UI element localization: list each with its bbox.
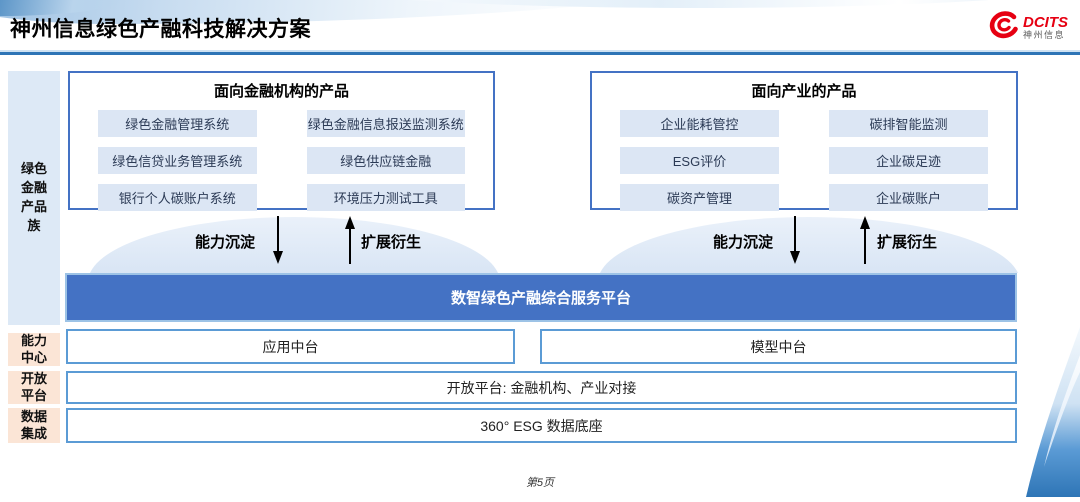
capability-label: 能力沉淀 bbox=[195, 234, 256, 251]
dcits-swirl-icon bbox=[986, 10, 1019, 46]
product-chip: 绿色金融管理系统 bbox=[98, 110, 257, 137]
finance-products-box: 面向金融机构的产品 绿色金融管理系统 绿色金融信息报送监测系统 绿色信贷业务管理… bbox=[68, 71, 495, 211]
bottom-right-swoosh-decoration bbox=[1018, 327, 1080, 502]
page-title: 神州信息绿色产融科技解决方案 bbox=[10, 18, 311, 41]
down-arrow-icon bbox=[271, 214, 285, 271]
sidebar-capability-center: 能力 中心 bbox=[8, 333, 60, 366]
product-chip: 企业能耗管控 bbox=[620, 110, 779, 137]
dcits-logo: DCITS 神州信息 bbox=[986, 10, 1068, 46]
app-middle-platform-box: 应用中台 bbox=[66, 329, 515, 364]
expansion-label: 扩展衍生 bbox=[877, 234, 938, 251]
product-chip: 碳排智能监测 bbox=[829, 110, 988, 137]
up-arrow-icon bbox=[858, 214, 872, 271]
finance-products-chips: 绿色金融管理系统 绿色金融信息报送监测系统 绿色信贷业务管理系统 绿色供应链金融… bbox=[70, 110, 493, 211]
dome-decorations bbox=[0, 212, 1080, 273]
industry-products-title: 面向产业的产品 bbox=[751, 83, 857, 100]
dome-right bbox=[598, 217, 1020, 273]
model-middle-platform-box: 模型中台 bbox=[540, 329, 1017, 364]
finance-products-title: 面向金融机构的产品 bbox=[213, 83, 349, 100]
sidebar-product-family: 绿色 金融 产品 族 bbox=[8, 71, 60, 325]
esg-data-base-box: 360° ESG 数据底座 bbox=[66, 408, 1017, 443]
industry-products-chips: 企业能耗管控 碳排智能监测 ESG评价 企业碳足迹 碳资产管理 企业碳账户 bbox=[592, 110, 1016, 211]
product-chip: 环境压力测试工具 bbox=[306, 184, 465, 211]
product-chip: 绿色信贷业务管理系统 bbox=[98, 147, 257, 174]
company-name: 神州信息 bbox=[1023, 30, 1066, 41]
swoosh-band bbox=[300, 0, 1080, 8]
expansion-label: 扩展衍生 bbox=[361, 234, 422, 251]
open-platform-box: 开放平台: 金融机构、产业对接 bbox=[66, 371, 1017, 404]
platform-bar: 数智绿色产融综合服务平台 bbox=[65, 273, 1017, 322]
product-chip: 绿色金融信息报送监测系统 bbox=[306, 110, 465, 137]
sidebar-data-integration: 数据 集成 bbox=[8, 408, 60, 443]
product-chip: 银行个人碳账户系统 bbox=[98, 184, 257, 211]
up-arrow-icon bbox=[343, 214, 357, 271]
capability-label: 能力沉淀 bbox=[713, 234, 774, 251]
title-underline bbox=[0, 52, 1080, 55]
top-swoosh-decoration bbox=[0, 0, 1080, 30]
product-chip: 企业碳足迹 bbox=[829, 147, 988, 174]
industry-products-box: 面向产业的产品 企业能耗管控 碳排智能监测 ESG评价 企业碳足迹 碳资产管理 … bbox=[590, 71, 1018, 211]
sidebar-open-platform: 开放 平台 bbox=[8, 371, 60, 404]
product-chip: 企业碳账户 bbox=[829, 184, 988, 211]
brand-name: DCITS bbox=[1023, 14, 1068, 32]
page-number: 第5页 bbox=[525, 477, 555, 489]
product-chip: 碳资产管理 bbox=[620, 184, 779, 211]
product-chip: ESG评价 bbox=[620, 147, 779, 174]
down-arrow-icon bbox=[788, 214, 802, 271]
logo-text: DCITS 神州信息 bbox=[1023, 15, 1068, 40]
product-chip: 绿色供应链金融 bbox=[306, 147, 465, 174]
dome-left bbox=[88, 217, 500, 273]
